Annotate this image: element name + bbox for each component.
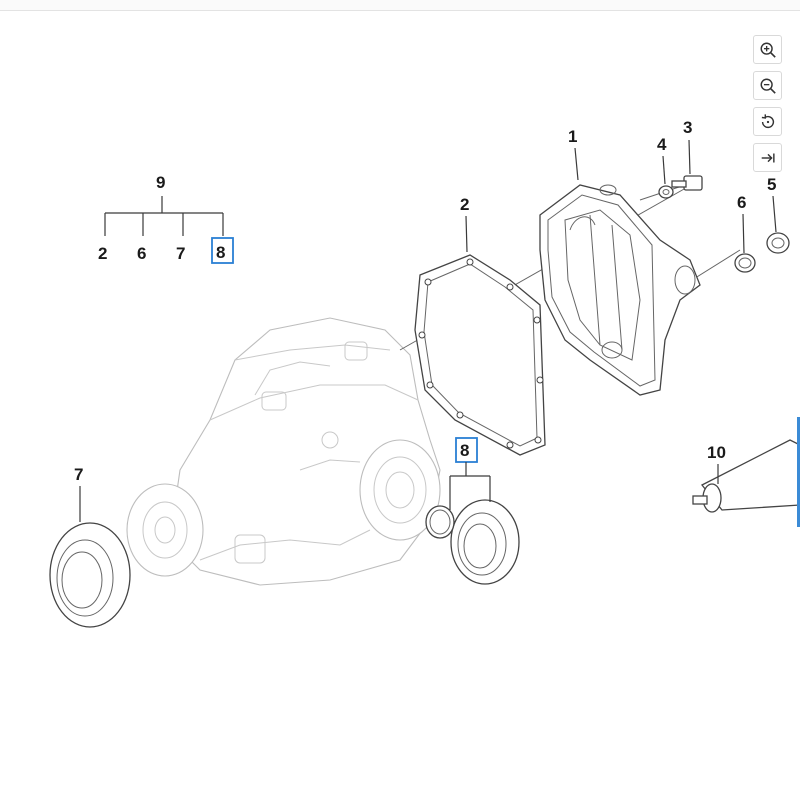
zoom-in-icon — [760, 42, 776, 58]
leader-5 — [772, 195, 777, 233]
callout-4[interactable]: 4 — [657, 135, 667, 154]
shaft-seal-left-part[interactable] — [49, 522, 131, 628]
scrollbar-indicator[interactable] — [797, 417, 800, 527]
kit-item-7[interactable]: 7 — [176, 244, 185, 263]
leader-2 — [465, 215, 468, 253]
o-ring-part[interactable] — [425, 505, 455, 539]
kit-item-2[interactable]: 2 — [98, 244, 107, 263]
rotate-icon — [761, 113, 774, 128]
collapse-panel-button[interactable] — [753, 143, 782, 172]
kit-item-6[interactable]: 6 — [137, 244, 146, 263]
leader-8 — [449, 462, 491, 510]
arrow-to-right-icon — [761, 153, 775, 162]
drive-shaft-part[interactable] — [692, 439, 800, 513]
leader-6-right — [742, 213, 745, 254]
callout-6-right[interactable]: 6 — [737, 193, 746, 212]
callout-1[interactable]: 1 — [568, 127, 577, 146]
callout-10[interactable]: 10 — [707, 443, 726, 462]
kit-item-8[interactable]: 8 — [216, 243, 225, 262]
gasket-part[interactable] — [414, 254, 546, 456]
leader-3 — [688, 139, 691, 175]
zoom-out-icon — [760, 78, 776, 94]
plug-part[interactable] — [766, 232, 790, 254]
diagram-viewer[interactable]: 1 2 3 4 5 6 7 8 10 9 2 6 7 8 — [0, 11, 800, 800]
viewer-toolbar — [753, 35, 782, 172]
callout-8[interactable]: 8 — [460, 441, 469, 460]
callout-2[interactable]: 2 — [460, 195, 469, 214]
zoom-in-button[interactable] — [753, 35, 782, 64]
callout-3[interactable]: 3 — [683, 118, 692, 137]
washer-part[interactable] — [658, 185, 674, 199]
callout-5[interactable]: 5 — [767, 175, 776, 194]
cover-part[interactable] — [539, 184, 701, 396]
differential-housing — [126, 317, 441, 586]
bolt-part[interactable] — [671, 175, 703, 191]
shaft-seal-right-part[interactable] — [450, 499, 520, 585]
callout-9[interactable]: 9 — [156, 173, 165, 192]
exploded-diagram: 1 2 3 4 5 6 7 8 10 9 2 6 7 8 — [49, 118, 800, 628]
leader-1 — [574, 147, 579, 181]
callout-7[interactable]: 7 — [74, 465, 83, 484]
sealing-ring-part[interactable] — [734, 253, 756, 273]
top-bar — [0, 0, 800, 11]
zoom-out-button[interactable] — [753, 71, 782, 100]
highlight-box-kit-8 — [211, 237, 234, 264]
leader-4 — [662, 155, 666, 185]
reset-rotation-button[interactable] — [753, 107, 782, 136]
kit-group-9: 9 2 6 7 8 — [98, 173, 234, 264]
